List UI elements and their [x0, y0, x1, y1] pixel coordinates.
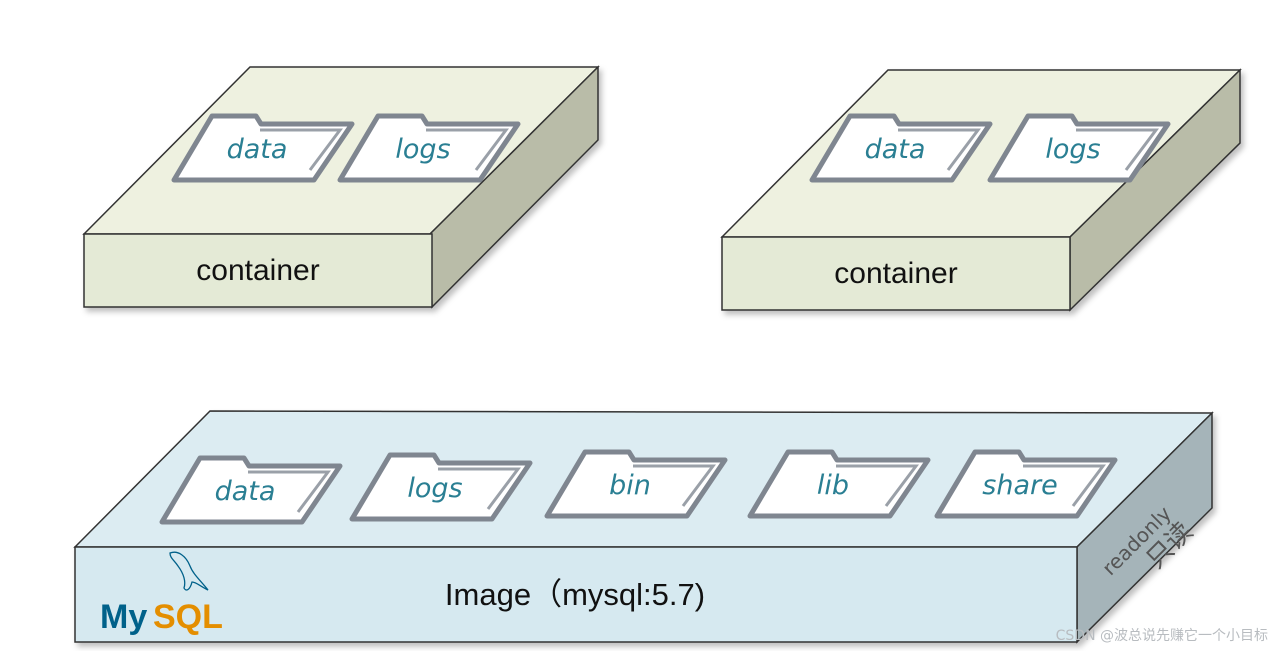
container-box-2: [720, 68, 1242, 312]
folder-label: share: [982, 470, 1057, 501]
folder-label: logs: [395, 134, 450, 165]
image-front-face: [74, 546, 1078, 643]
logo-sql: SQL: [153, 598, 223, 636]
folder-label: logs: [407, 473, 462, 504]
folder-back-sheet: [898, 128, 981, 171]
folder-label: lib: [817, 470, 849, 501]
container-2-folders: data logs: [809, 113, 1171, 183]
folder-shape: [934, 449, 1118, 519]
folder-back-sheet: [836, 464, 919, 507]
folder-label: data: [215, 476, 276, 507]
folder-back-sheet: [426, 128, 509, 171]
image-label: Image（mysql:5.7): [445, 577, 705, 612]
folder-icon: logs: [349, 452, 533, 522]
folder-back-sheet: [633, 464, 716, 507]
folder-shape: [349, 452, 533, 522]
folder-icon: logs: [337, 113, 521, 183]
folder-icon: data: [171, 113, 355, 183]
dolphin-icon: [169, 551, 209, 591]
folder-shape: [987, 113, 1171, 183]
folder-back-sheet: [438, 467, 521, 510]
container-front-face: [721, 236, 1071, 311]
container-label: container: [196, 254, 319, 287]
logo-my: My: [100, 598, 147, 636]
container-label: container: [834, 257, 957, 290]
folder-shape: [171, 113, 355, 183]
folder-back-sheet: [248, 470, 331, 513]
folder-label: logs: [1045, 134, 1100, 165]
folder-label: data: [227, 134, 288, 165]
folder-shape: [747, 449, 931, 519]
folder-icon: data: [809, 113, 993, 183]
mysql-logo: My SQL: [100, 551, 223, 636]
image-folders: data logs bin lib share: [159, 449, 1118, 525]
folder-icon: share: [934, 449, 1118, 519]
folder-back-sheet: [260, 128, 343, 171]
folder-back-sheet: [1076, 128, 1159, 171]
container-box-1: [82, 65, 600, 309]
watermark: CSDN @波总说先赚它一个小目标: [1056, 627, 1268, 644]
folder-shape: [159, 455, 343, 525]
container-front-face: [83, 233, 433, 308]
folder-label: data: [865, 134, 926, 165]
folder-shape: [544, 449, 728, 519]
folder-icon: logs: [987, 113, 1171, 183]
folder-label: bin: [609, 470, 651, 501]
folder-shape: [337, 113, 521, 183]
folder-icon: data: [159, 455, 343, 525]
container-1-folders: data logs: [171, 113, 521, 183]
folder-icon: bin: [544, 449, 728, 519]
folder-shape: [809, 113, 993, 183]
folder-back-sheet: [1023, 464, 1106, 507]
folder-icon: lib: [747, 449, 931, 519]
